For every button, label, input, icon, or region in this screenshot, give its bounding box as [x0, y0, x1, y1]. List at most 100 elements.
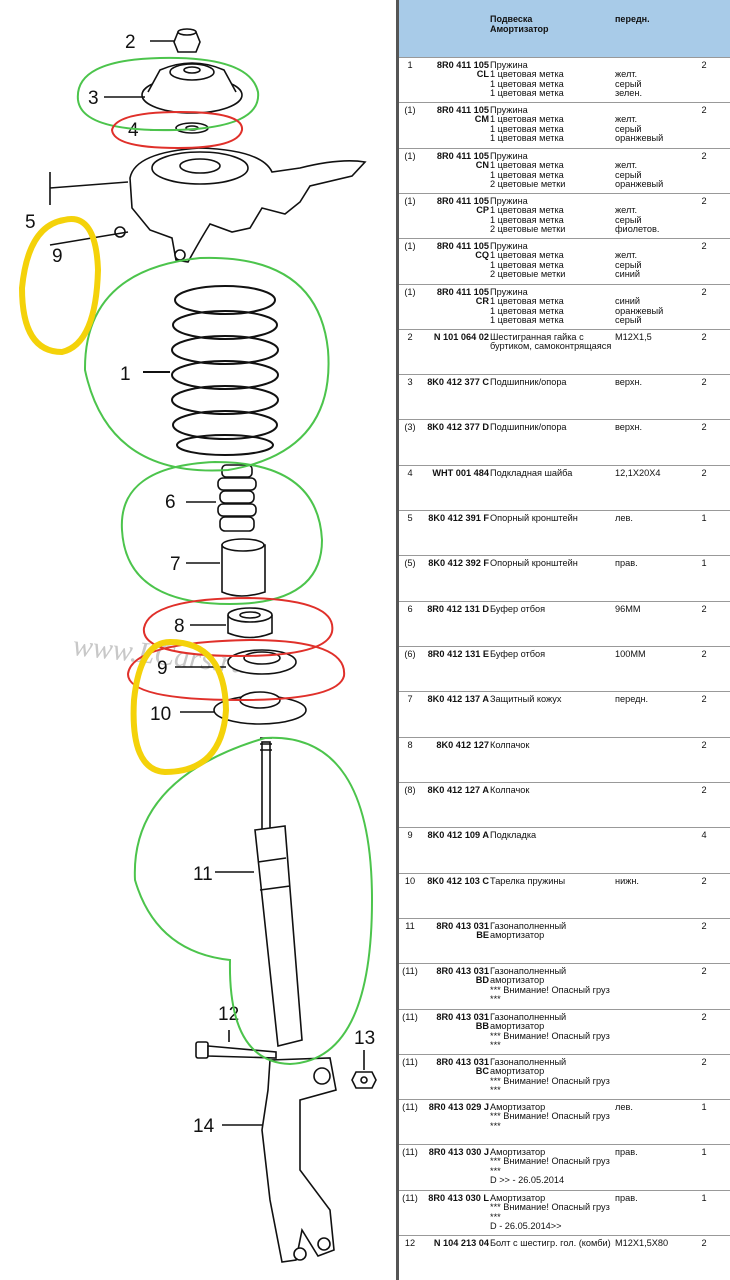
cell-position: 4	[407, 468, 413, 478]
cell-quantity: 2	[701, 1012, 707, 1022]
cell-position: (11)	[402, 1193, 418, 1203]
cell-quantity: 2	[701, 1057, 707, 1067]
cell-description: Амортизатор *** Внимание! Опасный груз *…	[490, 1147, 610, 1185]
cell-part-number: 8R0 413 031 BC	[436, 1057, 489, 1077]
cell-part-number: 8K0 412 127	[436, 740, 489, 750]
cell-position: (1)	[404, 196, 416, 206]
cell-note: прав.	[615, 558, 638, 568]
part-11-shock-absorber	[215, 737, 303, 1047]
cell-part-number: 8R0 411 105 CR	[436, 287, 489, 307]
cell-description: Газонаполненный амортизатор *** Внимание…	[490, 966, 610, 1004]
cell-position: (1)	[404, 287, 416, 297]
cell-position: (11)	[402, 966, 418, 976]
callout-4: 4	[128, 120, 139, 141]
cell-note: 100MM	[615, 649, 646, 659]
callout-10: 10	[150, 704, 171, 725]
cell-position: (11)	[402, 1057, 418, 1067]
cell-description: Пружина 1 цветовая метка 1 цветовая метк…	[490, 151, 566, 189]
cell-description: Подшипник/опора	[490, 377, 567, 387]
green-circle-part-11	[133, 736, 374, 1066]
strut-exploded-diagram: www.LCars.ru	[18, 28, 377, 1263]
cell-note: желт. серый оранжевый	[615, 160, 664, 189]
cell-note: верхн.	[615, 422, 643, 432]
cell-description: Защитный кожух	[490, 694, 562, 704]
cell-quantity: 2	[701, 785, 707, 795]
cell-part-number: 8R0 413 030 J	[428, 1147, 489, 1157]
red-circle-part-8	[142, 596, 334, 658]
cell-quantity: 2	[701, 694, 707, 704]
cell-quantity: 2	[701, 468, 707, 478]
cell-quantity: 2	[701, 151, 707, 161]
cell-description: Пружина 1 цветовая метка 1 цветовая метк…	[490, 196, 566, 234]
cell-position: (3)	[404, 422, 416, 432]
cell-position: 6	[407, 604, 413, 614]
cell-part-number: 8K0 412 137 A	[427, 694, 489, 704]
cell-description: Пружина 1 цветовая метка 1 цветовая метк…	[490, 287, 564, 325]
cell-part-number: 8R0 413 031 BB	[436, 1012, 489, 1032]
cell-position: (1)	[404, 241, 416, 251]
cell-position: 5	[407, 513, 413, 523]
part-7-dust-boot	[186, 538, 266, 597]
cell-description: Тарелка пружины	[490, 876, 566, 886]
cell-description: Газонаполненный амортизатор *** Внимание…	[490, 1057, 610, 1095]
cell-part-number: 8R0 413 030 L	[428, 1193, 489, 1203]
cell-description: Буфер отбоя	[490, 649, 546, 659]
cell-position: 12	[404, 1238, 416, 1248]
cell-position: (8)	[404, 785, 416, 795]
cell-part-number: 8K0 412 127 A	[427, 785, 489, 795]
cell-quantity: 2	[701, 422, 707, 432]
cell-description: Колпачок	[490, 740, 530, 750]
part-8-cap	[190, 607, 273, 639]
cell-note: синий оранжевый серый	[615, 296, 664, 325]
cell-quantity: 2	[701, 196, 707, 206]
cell-note: M12X1,5	[615, 332, 652, 342]
cell-description: Буфер отбоя	[490, 604, 546, 614]
cell-part-number: 8K0 412 377 C	[427, 377, 489, 387]
cell-part-number: 8K0 412 109 A	[427, 830, 489, 840]
cell-position: (11)	[402, 1012, 418, 1022]
cell-quantity: 1	[701, 1147, 707, 1157]
cell-part-number: 8R0 411 105 CQ	[436, 241, 489, 261]
callout-14: 14	[193, 1116, 215, 1137]
part-1-coil-spring	[143, 285, 279, 456]
cell-note: желт. серый фиолетов.	[615, 205, 660, 234]
cell-position: (5)	[404, 558, 416, 568]
cell-part-number: 8R0 413 029 J	[428, 1102, 489, 1112]
cell-position: 1	[407, 60, 413, 70]
part-3-top-mount	[104, 62, 243, 114]
cell-part-number: 8R0 413 031 BE	[436, 921, 489, 941]
callout-8: 8	[174, 616, 185, 637]
header-position: передн.	[615, 14, 650, 24]
cell-description: Газонаполненный амортизатор	[490, 921, 567, 941]
cell-position: 7	[407, 694, 413, 704]
callout-3: 3	[88, 88, 99, 109]
cell-note: M12X1,5X80	[615, 1238, 669, 1248]
